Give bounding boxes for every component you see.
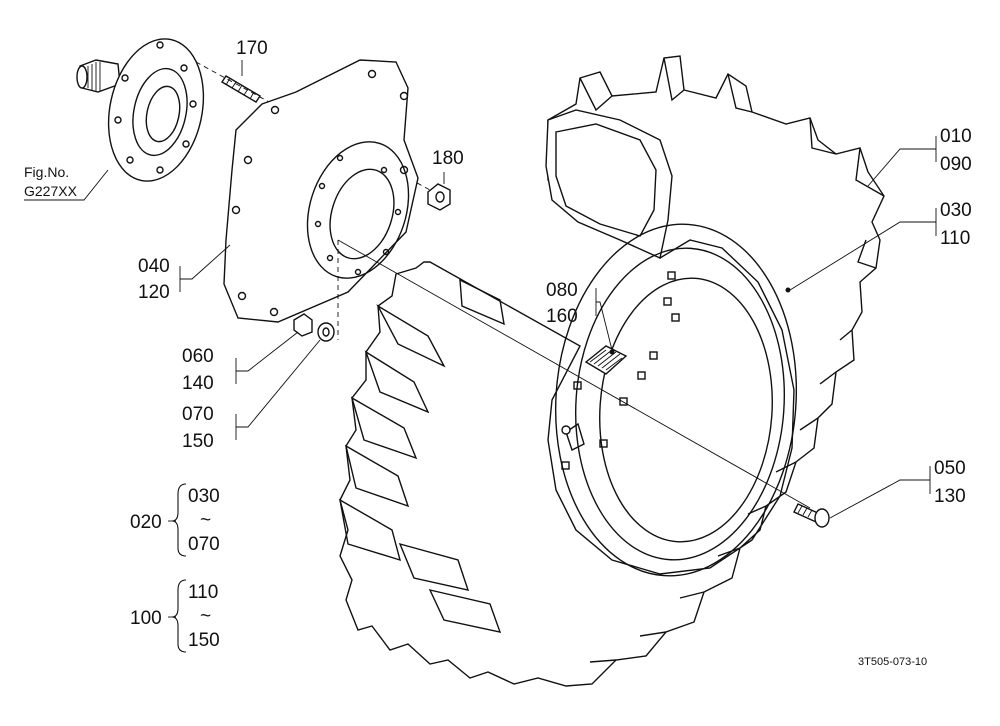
assembly-100-brace: [171, 579, 187, 653]
callout-120: 120: [138, 282, 170, 303]
assembly-020-to: 070: [188, 534, 220, 555]
assembly-100-group: 100 110 ~ 150: [130, 579, 220, 653]
callout-010: 010: [940, 126, 972, 147]
callout-180: 180: [432, 148, 464, 169]
assembly-020-tilde: ~: [200, 510, 211, 531]
axle-hub-flange[interactable]: [76, 30, 216, 190]
assembly-centerline-3: [337, 239, 811, 509]
nut-060[interactable]: [293, 313, 313, 337]
bolt-050[interactable]: [793, 503, 830, 528]
assembly-100-tilde: ~: [200, 606, 211, 627]
drawing-number: 3T505-073-10: [858, 656, 927, 668]
figure-ref-leader: [24, 169, 109, 201]
assembly-100-from: 110: [188, 582, 218, 603]
wheel-rim-030[interactable]: [544, 216, 808, 584]
nut-180[interactable]: [427, 183, 451, 211]
callout-110: 110: [940, 228, 970, 249]
assembly-100-to: 150: [188, 630, 220, 651]
callout-030: 030: [940, 200, 972, 221]
callout-130: 130: [934, 486, 966, 507]
callout-170: 170: [236, 38, 268, 59]
assembly-100-label: 100: [130, 608, 162, 629]
assembly-020-brace: [171, 483, 187, 557]
label-plate-080[interactable]: [584, 345, 628, 375]
callout-040: 040: [138, 256, 170, 277]
assembly-020-label: 020: [130, 512, 162, 533]
callout-060: 060: [182, 346, 214, 367]
callout-050: 050: [934, 458, 966, 479]
callout-160: 160: [546, 306, 578, 327]
callout-140: 140: [182, 373, 214, 394]
figure-ref-label-line1: Fig.No.: [24, 164, 69, 180]
callout-090: 090: [940, 154, 972, 175]
callout-080: 080: [546, 280, 578, 301]
washer-070[interactable]: [317, 322, 335, 342]
assembly-020-from: 030: [188, 486, 220, 507]
figure-ref-label-line2: G227XX: [24, 183, 78, 199]
stud-bolt-170[interactable]: [221, 75, 261, 103]
tractor-tire-010[interactable]: [339, 55, 885, 687]
callout-070: 070: [182, 404, 214, 425]
assembly-020-group: 020 030 ~ 070: [130, 483, 220, 557]
callout-150: 150: [182, 431, 214, 452]
